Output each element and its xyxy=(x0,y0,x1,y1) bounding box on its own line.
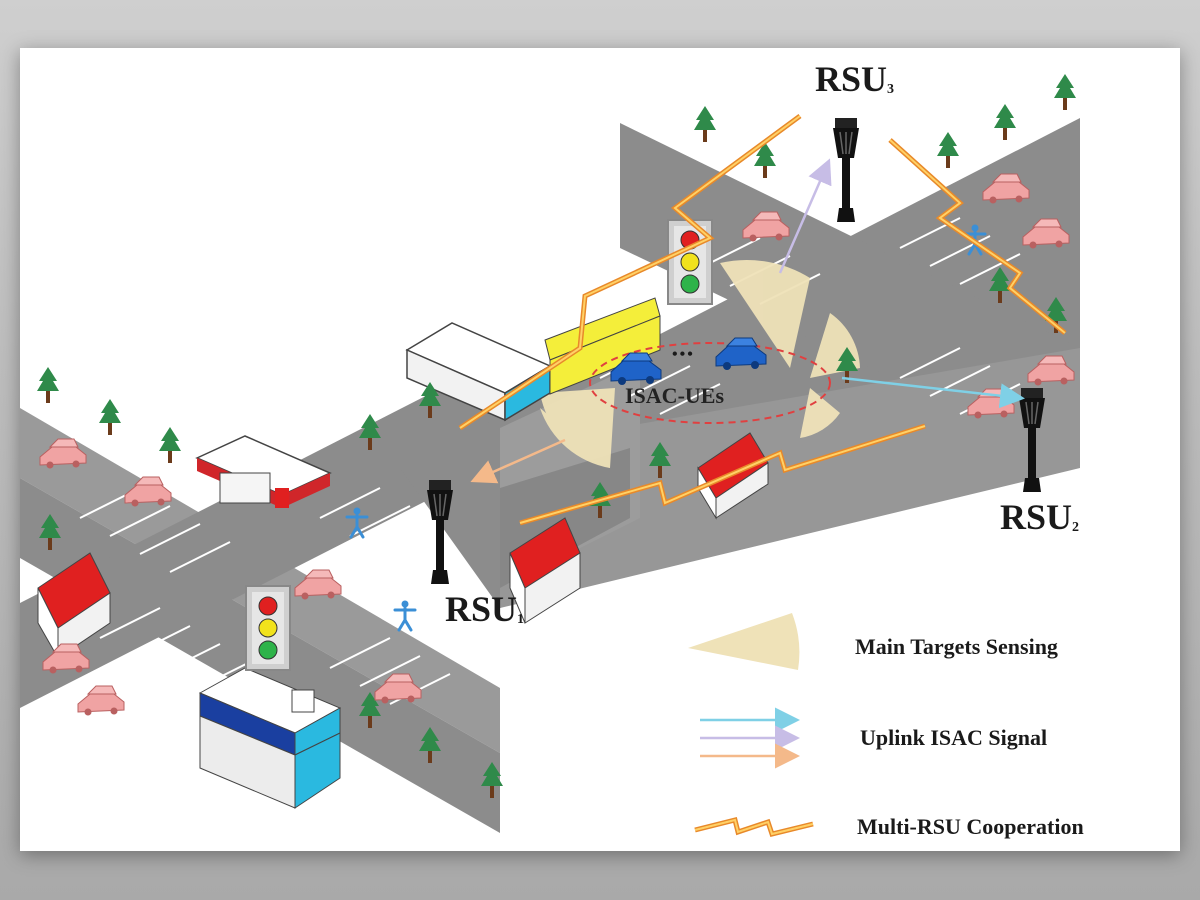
rsu3-pole xyxy=(832,117,860,223)
traffic-light-south xyxy=(245,585,291,671)
sensing-beams xyxy=(540,259,860,468)
legend-uplink-label: Uplink ISAC Signal xyxy=(860,725,1048,750)
legend-symbols xyxy=(688,613,814,837)
cooperation-bolts xyxy=(458,113,1067,526)
rsu3-label: RSU3 xyxy=(815,59,895,99)
isac-ue-cluster xyxy=(589,337,831,424)
legend-sensing-label: Main Targets Sensing xyxy=(855,634,1058,659)
buildings xyxy=(37,297,769,809)
legend-sensing-swatch xyxy=(688,613,800,670)
rsu1-label: RSU1 xyxy=(445,589,525,629)
uplink-arrows xyxy=(470,158,1025,484)
figure-canvas: RSU1 RSU2 RSU3 ISAC-UEs ••• Main Targets… xyxy=(20,48,1180,851)
isac-ues-label: ISAC-UEs xyxy=(625,383,725,408)
rsu2-label: RSU2 xyxy=(1000,497,1080,537)
legend-cooperation-label: Multi-RSU Cooperation xyxy=(857,814,1084,839)
street-scene xyxy=(20,74,1080,837)
ue-ellipsis: ••• xyxy=(672,346,695,363)
